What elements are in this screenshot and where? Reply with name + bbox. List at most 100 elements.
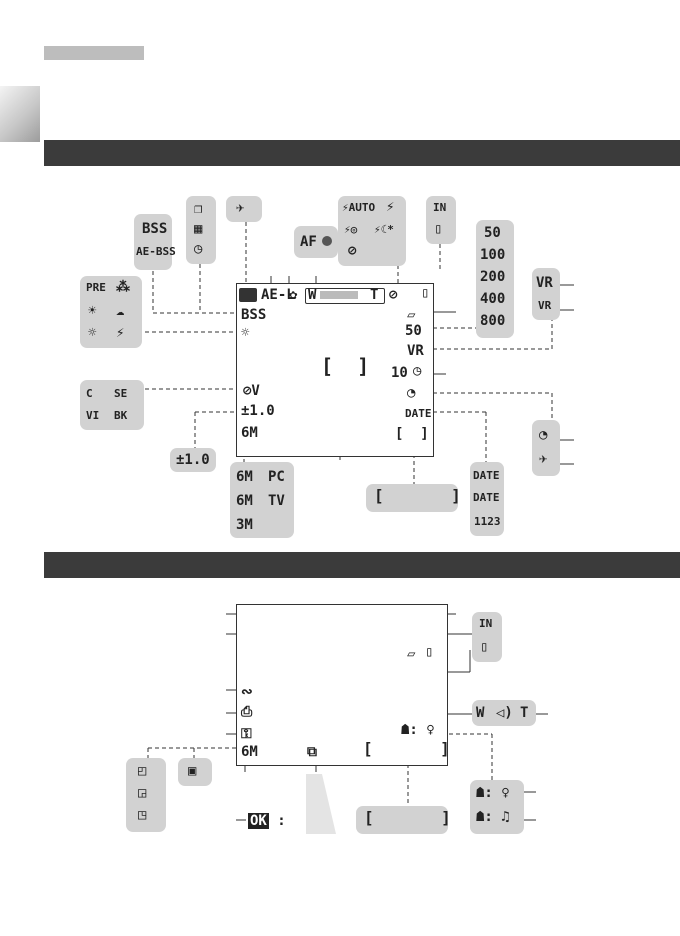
zoom-panel-playback: W ◁) T xyxy=(472,700,536,726)
ok-label: OK xyxy=(248,813,269,829)
shooting-monitor-screen: AE-L ✿ W T ⊘ ▯ BSS ☼ ▱ 50 VR 10 ◷ ◔ DATE… xyxy=(236,283,434,457)
exposure-panel-label: ±1.0 xyxy=(176,452,210,468)
playback-section-bar xyxy=(44,552,680,578)
bss-label: BSS xyxy=(142,221,168,237)
image-mode-3m: 3M xyxy=(236,517,253,533)
scene-icon: ✈ xyxy=(236,200,245,216)
macro-icon: ✿ xyxy=(289,287,298,303)
memory-icon-playback: ▯ xyxy=(425,644,434,660)
vr-electronic-label: VR xyxy=(538,299,552,312)
continuous-icon: ❐ xyxy=(194,201,203,217)
continuous-panel: ❐ ▦ ◷ xyxy=(186,196,216,264)
color-options-panel: C SE VI BK xyxy=(80,380,144,430)
home-time-zone-icon: ◔ xyxy=(539,427,548,443)
wb-daylight-label: ☀ xyxy=(88,303,97,319)
playback-monitor-screen: ▱ ▯ ∾ ⎙ ⚿ 6M ☗: ♀ ⧉ [ ] xyxy=(236,604,450,766)
image-mode-pc: PC xyxy=(268,469,285,485)
storage-panel-shooting: IN ▯ xyxy=(426,196,456,244)
memory-icon: ▯ xyxy=(421,285,430,301)
wb-cloudy-label: ☁ xyxy=(116,303,125,319)
bss-indicator: BSS xyxy=(241,307,267,323)
date-imprint-panel: DATE DATE 1123 xyxy=(470,462,504,536)
white-balance-panel: PRE ⁂ ☀ ☁ ☼ ⚡ xyxy=(80,276,142,348)
voice-memo-play-icon: ☗: ♫ xyxy=(476,809,510,825)
exposures-remaining-bracket: [ ] xyxy=(374,486,461,505)
internal-memory-label-playback: IN xyxy=(479,617,493,630)
ae-lock-indicator: AE-L xyxy=(261,287,295,303)
frame-number-panel-bracket: [ ] xyxy=(364,808,451,827)
internal-memory-label: IN xyxy=(433,201,447,214)
zoom-wide-playback: W xyxy=(476,705,485,721)
scene-panel: ✈ xyxy=(226,196,262,222)
ae-bss-label: AE-BSS xyxy=(136,245,176,258)
zoom-wide-label: W xyxy=(308,287,317,303)
header-tab-strip xyxy=(44,46,144,60)
iso-100: 100 xyxy=(480,247,506,263)
movie-icon: ▣ xyxy=(188,763,197,779)
exposure-compensation-indicator: ±1.0 xyxy=(241,403,275,419)
color-c-label: C xyxy=(86,387,93,400)
crop-panel: ◰ ◲ ◳ xyxy=(126,758,166,832)
camera-icon xyxy=(239,288,257,302)
vr-indicator: VR xyxy=(407,343,424,359)
small-picture-icon: ⧉ xyxy=(307,744,317,760)
crop-icon-3: ◳ xyxy=(138,807,147,823)
white-balance-icon: ☼ xyxy=(241,325,250,341)
date-counter-label: DATE xyxy=(473,491,500,504)
date-imprint-indicator: DATE xyxy=(405,407,432,420)
iso-50: 50 xyxy=(484,225,501,241)
flash-mode-icon: ⊘ xyxy=(389,287,398,303)
battery-icon-playback: ▱ xyxy=(407,646,416,662)
wb-flash-label: ⚡ xyxy=(116,325,125,341)
flash-slow-label: ⚡☾* xyxy=(374,223,394,236)
bss-panel: BSS AE-BSS xyxy=(134,214,176,270)
color-se-label: SE xyxy=(114,387,128,400)
exposures-remaining-panel: [ ] xyxy=(366,484,461,512)
self-timer-indicator: 10 xyxy=(391,365,408,381)
flash-panel: ⚡AUTO ⚡ ⚡◎ ⚡☾* ⊘ xyxy=(338,196,406,266)
flash-auto-label: ⚡AUTO xyxy=(342,201,376,214)
movie-panel: ▣ xyxy=(178,758,212,786)
zoom-bar xyxy=(320,291,358,299)
frame-number-bracket: [ ] xyxy=(363,739,450,758)
crop-icon-2: ◲ xyxy=(138,785,147,801)
iso-panel: 50 100 200 400 800 xyxy=(476,220,514,338)
image-mode-6m: 6M xyxy=(236,493,253,509)
memory-card-icon-playback: ▯ xyxy=(480,639,489,655)
exposure-count-bracket: [ ] xyxy=(395,426,429,442)
chapter-thumb-tab xyxy=(0,86,40,142)
exposure-compensation-panel: ±1.0 xyxy=(170,448,216,472)
flash-on-label: ⚡ xyxy=(386,199,395,215)
color-bk-label: BK xyxy=(114,409,128,422)
multi-shot-icon: ▦ xyxy=(194,221,203,237)
af-indicator-dot xyxy=(322,236,332,246)
flash-redeye-label: ⚡◎ xyxy=(344,223,358,236)
image-mode-playback: 6M xyxy=(241,744,258,760)
transfer-icon: ∾ xyxy=(241,684,253,700)
focus-area-bracket: [ ] xyxy=(321,354,370,378)
self-timer-icon: ◷ xyxy=(413,363,422,379)
wb-fluorescent-icon: ⁂ xyxy=(116,279,130,295)
memory-card-icon: ▯ xyxy=(434,221,443,237)
ok-button-label: OK : xyxy=(248,813,286,829)
crop-icon-1: ◰ xyxy=(138,763,147,779)
zoom-tele-label: T xyxy=(370,287,379,303)
zoom-tele-playback: T xyxy=(520,705,529,721)
storage-panel-playback: IN ▯ xyxy=(472,612,502,662)
color-vi-label: VI xyxy=(86,409,100,422)
date-label: DATE xyxy=(473,469,500,482)
iso-indicator: 50 xyxy=(405,323,422,339)
iso-200: 200 xyxy=(480,269,506,285)
wb-incandescent-icon: ☼ xyxy=(88,325,97,341)
frame-number-panel: [ ] xyxy=(356,806,451,834)
wb-preset-label: PRE xyxy=(86,281,106,294)
shooting-section-bar xyxy=(44,140,680,166)
image-mode-6m-high: 6M xyxy=(236,469,253,485)
voice-memo-panel: ☗: ♀ ☗: ♫ xyxy=(470,780,524,834)
interval-icon: ◷ xyxy=(194,241,203,257)
print-order-icon: ⎙ xyxy=(241,704,253,720)
date-count-label: 1123 xyxy=(474,515,501,528)
zoom-indicator: W T xyxy=(305,288,385,304)
image-mode-panel: 6M PC 6M TV 3M xyxy=(230,462,294,538)
